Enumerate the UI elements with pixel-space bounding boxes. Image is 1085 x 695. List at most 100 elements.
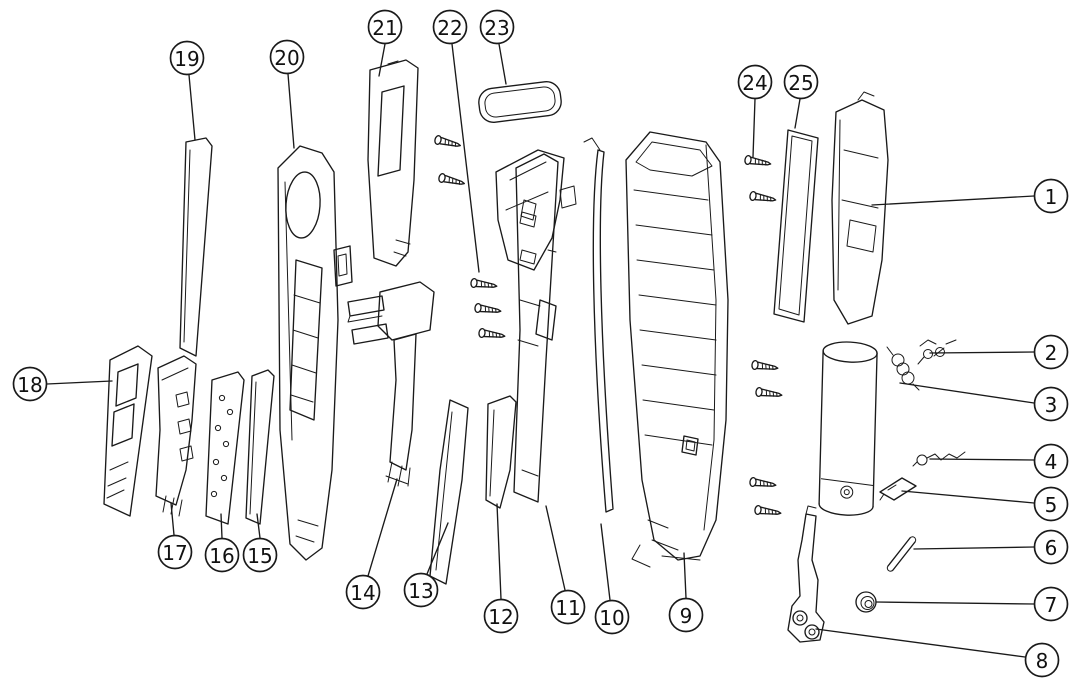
- callout-number-21: 21: [372, 16, 397, 40]
- part-8-bottom-bracket: [787, 505, 825, 643]
- callout-number-13: 13: [408, 579, 433, 603]
- part-10-seal-wire: [583, 137, 614, 513]
- callout-circle-24: [737, 64, 773, 100]
- part-16-pcb-strip: [205, 371, 245, 525]
- callout-number-10: 10: [599, 606, 624, 630]
- callout-number-4: 4: [1045, 450, 1058, 474]
- callout-number-18: 18: [17, 373, 42, 397]
- callout-leader-22: [451, 43, 480, 273]
- callout-circle-14: [345, 574, 381, 610]
- callout-circle-9: [668, 597, 704, 633]
- screw: [748, 476, 778, 491]
- part-18-end-plate: [103, 345, 153, 517]
- callout-number-7: 7: [1045, 593, 1058, 617]
- callout-circle-20: [269, 39, 305, 75]
- callout-leader-18: [46, 380, 113, 385]
- callout-circle-8: [1024, 642, 1060, 678]
- part-9-main-housing: [625, 131, 729, 568]
- callout-number-23: 23: [484, 16, 509, 40]
- callout-circle-1: [1033, 178, 1069, 214]
- part-13-thin-panel: [429, 399, 469, 585]
- callout-circle-17: [157, 534, 193, 570]
- callout-leader-20: [287, 73, 295, 149]
- part-7-spring-coil: [855, 591, 877, 613]
- callout-leader-25: [794, 98, 801, 129]
- callout-leader-4: [929, 458, 1035, 461]
- callout-number-12: 12: [488, 605, 513, 629]
- callout-circle-10: [594, 599, 630, 635]
- callout-circle-2: [1033, 334, 1069, 370]
- screw: [750, 359, 780, 374]
- screw: [473, 302, 503, 317]
- callout-leader-17: [170, 502, 175, 536]
- callout-leader-21: [378, 43, 386, 77]
- callout-circle-23: [479, 9, 515, 45]
- callout-leader-9: [683, 552, 687, 599]
- callout-leader-7: [875, 601, 1035, 605]
- callout-circle-15: [242, 537, 278, 573]
- screw: [754, 386, 784, 401]
- callout-leader-19: [188, 74, 196, 141]
- callout-circle-11: [550, 589, 586, 625]
- part-21-inner-panel: [367, 59, 419, 267]
- callout-leader-15: [256, 513, 261, 539]
- callout-circle-25: [783, 64, 819, 100]
- callout-leader-8: [815, 628, 1026, 658]
- part-chassis-bracket: [495, 149, 577, 341]
- screw: [433, 134, 463, 151]
- callout-leader-14: [367, 478, 398, 577]
- callout-circle-21: [367, 9, 403, 45]
- screw: [437, 172, 467, 189]
- callout-number-15: 15: [247, 544, 272, 568]
- callout-leader-6: [913, 546, 1035, 550]
- part-25-gasket: [773, 129, 819, 323]
- callout-circle-19: [169, 40, 205, 76]
- callout-number-2: 2: [1045, 341, 1058, 365]
- screw: [748, 190, 778, 206]
- part-22-screws: [433, 134, 507, 342]
- callout-circle-3: [1033, 386, 1069, 422]
- part-15-strip-panel: [245, 369, 275, 525]
- callout-number-6: 6: [1045, 536, 1058, 560]
- callout-number-5: 5: [1045, 493, 1058, 517]
- screw: [753, 504, 783, 519]
- part-2-contact-clip: [917, 339, 957, 365]
- part-17-connector-block: [155, 355, 197, 517]
- callout-circle-5: [1033, 486, 1069, 522]
- part-14-frame-bracket: [347, 281, 435, 487]
- callout-number-14: 14: [350, 581, 375, 605]
- callout-number-8: 8: [1036, 649, 1049, 673]
- callout-leader-5: [901, 490, 1035, 504]
- part-19-flat-panel: [179, 137, 213, 357]
- part-5-contact-plate: [879, 477, 917, 501]
- callout-number-11: 11: [555, 596, 580, 620]
- callout-leader-1: [871, 195, 1035, 206]
- callout-circle-22: [432, 9, 468, 45]
- part-24-screws: [743, 154, 784, 519]
- callout-number-19: 19: [174, 47, 199, 71]
- screw: [477, 327, 507, 342]
- callout-circle-16: [204, 537, 240, 573]
- callout-circle-4: [1033, 443, 1069, 479]
- callout-leader-12: [496, 503, 502, 600]
- callout-leader-16: [220, 513, 223, 539]
- callout-number-20: 20: [274, 46, 299, 70]
- part-4-wire-contact: [912, 451, 966, 467]
- callout-number-17: 17: [162, 541, 187, 565]
- callout-number-24: 24: [742, 71, 767, 95]
- callout-leader-23: [498, 43, 507, 85]
- screw: [743, 154, 773, 170]
- callout-circle-18: [12, 366, 48, 402]
- part-12-small-plate: [485, 395, 517, 509]
- callout-circle-13: [403, 572, 439, 608]
- screw: [469, 277, 499, 292]
- part-11-circuit-board: [513, 153, 559, 503]
- callout-number-25: 25: [788, 71, 813, 95]
- part-battery-cylinder: [818, 341, 878, 516]
- callout-number-22: 22: [437, 16, 462, 40]
- callout-leader-13: [426, 522, 449, 575]
- part-6-pin: [886, 536, 917, 572]
